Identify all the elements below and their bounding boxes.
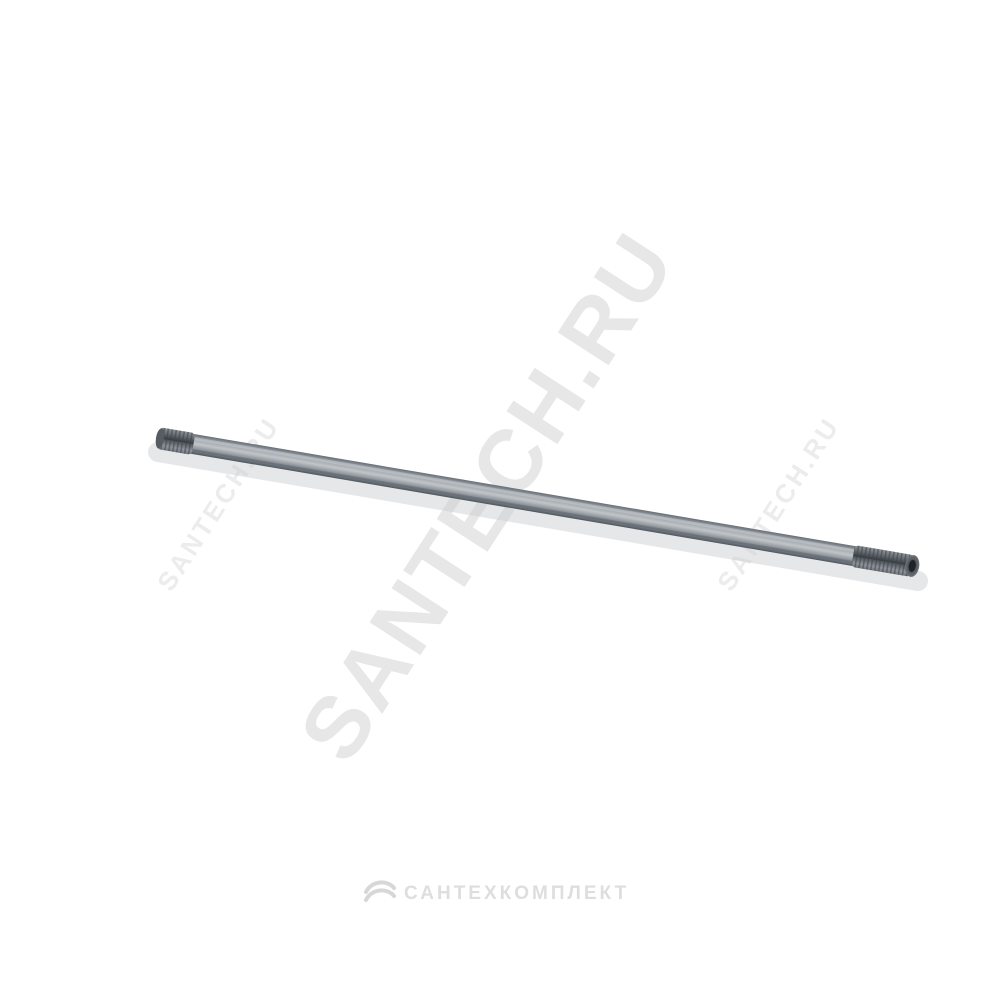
santechkomplekt-logo-icon bbox=[364, 880, 396, 902]
footer-watermark: САНТЕХКОМПЛЕКТ bbox=[364, 880, 629, 904]
right-threaded-end bbox=[851, 545, 920, 577]
pipe-nipple bbox=[148, 427, 928, 591]
footer-watermark-text: САНТЕХКОМПЛЕКТ bbox=[404, 883, 629, 904]
pipe-body bbox=[155, 427, 920, 577]
left-threaded-end bbox=[155, 427, 195, 455]
pipe-shadow bbox=[148, 442, 928, 591]
